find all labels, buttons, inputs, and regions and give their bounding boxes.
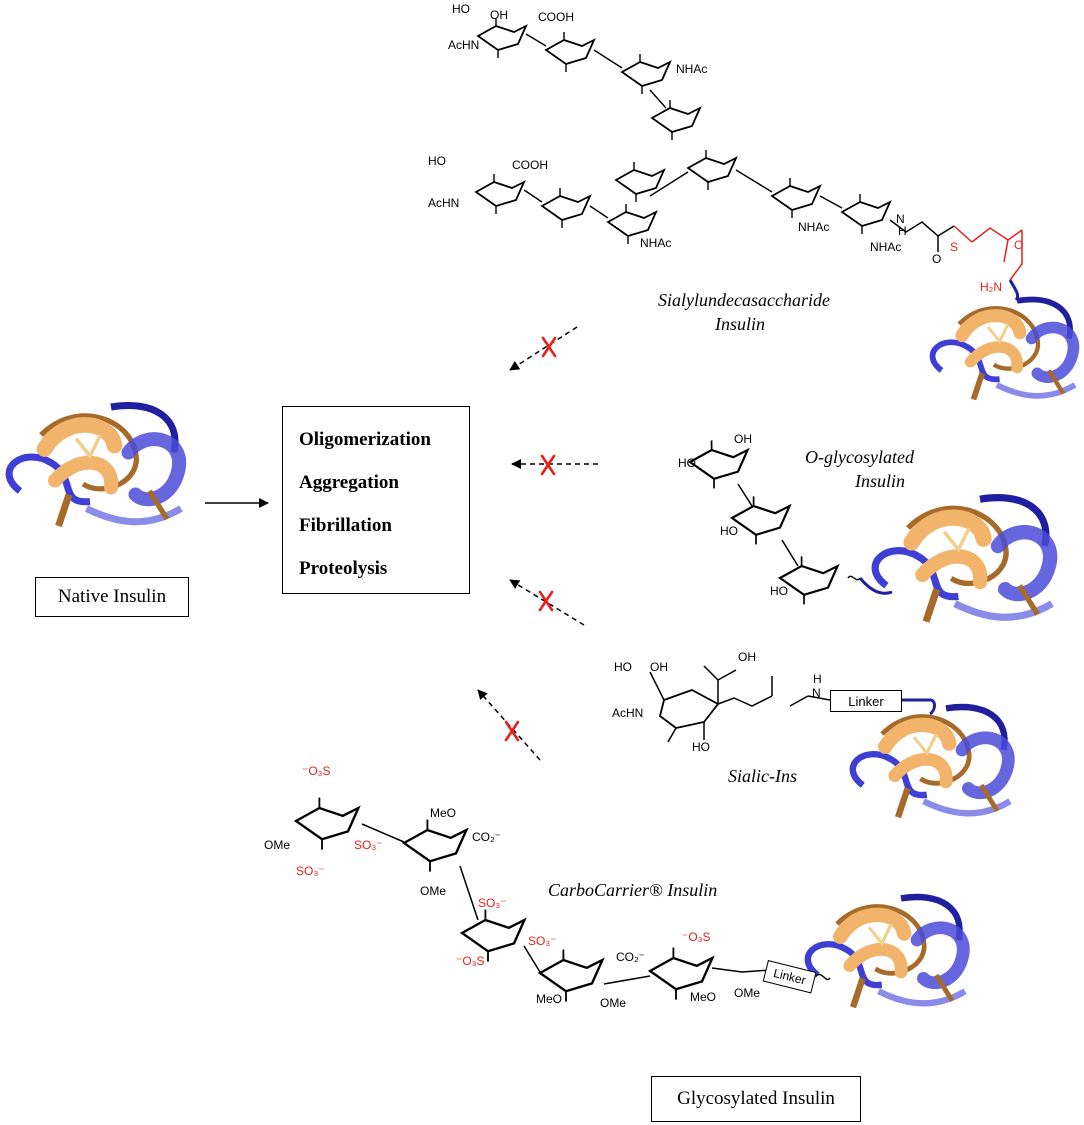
chem-ho: HO: [452, 2, 470, 16]
chem-o3s-cc-2: ⁻O₃S: [456, 954, 485, 968]
chem-nhac: NHAc: [676, 62, 708, 76]
chem-ome-cc-4: OMe: [734, 986, 761, 1000]
chem-oh-si-2: OH: [738, 650, 756, 664]
chem-oh: OH: [490, 8, 508, 22]
glycosylated-insulin-label: Glycosylated Insulin: [677, 1088, 835, 1109]
chem-h2n: H₂N: [980, 280, 1002, 294]
o-glycosylated-structure: [688, 439, 893, 606]
chem-ho-si-2: HO: [692, 740, 710, 754]
linker-label-sialic: Linker: [848, 694, 884, 709]
chem-n: N: [896, 212, 905, 226]
chem-cooh: COOH: [538, 10, 574, 24]
sialylundecasaccharide-insulin-model: [933, 300, 1075, 400]
chem-ho-og-2: HO: [720, 524, 738, 538]
chem-o-red: O: [1014, 238, 1024, 252]
chem-o3s-cc: ⁻O₃S: [302, 764, 331, 778]
dashed-arrow-1: [509, 326, 578, 371]
sialic-structure: [649, 665, 936, 743]
chem-h: H: [898, 224, 907, 238]
dashed-arrow-3: [509, 579, 585, 626]
effect-fibrillation: Fibrillation: [299, 515, 392, 536]
native-insulin-label: Native Insulin: [57, 586, 167, 607]
chem-ome-cc-3: OMe: [600, 996, 627, 1010]
block-x-icon-2: [540, 454, 556, 476]
chem-meo-cc-3: MeO: [690, 990, 717, 1004]
block-x-icon-1: [541, 336, 557, 358]
sialylundecasaccharide-insulin-name: Insulin: [715, 314, 766, 334]
carbocarrier-insulin-name: CarboCarrier® Insulin: [548, 880, 718, 900]
chem-nhac-4: NHAc: [870, 240, 902, 254]
chem-co2-cc-2: CO₂⁻: [616, 950, 645, 964]
sialic-ins-name: Sialic-Ins: [728, 766, 797, 786]
chem-nhac-3: NHAc: [798, 220, 830, 234]
chem-achn: AcHN: [448, 38, 480, 52]
chem-ho-2: HO: [428, 154, 446, 168]
chem-achn-2: AcHN: [428, 196, 460, 210]
chem-ho-si: HO: [614, 660, 632, 674]
sialic-insulin-model: [853, 707, 1010, 817]
block-x-icon-4: [504, 720, 520, 742]
effect-oligomerization: Oligomerization: [299, 429, 431, 450]
sialylundecasaccharide-structure: [475, 17, 1023, 302]
chem-co2-cc: CO₂⁻: [472, 830, 501, 844]
effect-proteolysis: Proteolysis: [299, 558, 388, 579]
native-insulin-model: [9, 405, 181, 526]
o-glycosylated-insulin-name: Insulin: [855, 471, 906, 491]
effect-aggregation: Aggregation: [299, 472, 399, 493]
chem-s: S: [950, 240, 959, 254]
chem-ho-og-3: HO: [770, 584, 788, 598]
native-insulin-box: Native Insulin: [35, 577, 189, 617]
o-glycosylated-name: O-glycosylated: [805, 447, 914, 467]
chem-ho-og: HO: [678, 456, 696, 470]
sialylundecasaccharide-name: Sialylundecasaccharide: [658, 290, 830, 310]
chem-nhac-2: NHAc: [640, 236, 672, 250]
chem-o: O: [932, 252, 942, 266]
carbocarrier-insulin-model: [808, 897, 965, 1007]
chem-oh-og: OH: [734, 432, 752, 446]
chem-ome-cc: OMe: [264, 838, 291, 852]
chem-cooh-2: COOH: [512, 158, 548, 172]
chem-so3-cc-1: SO₃⁻: [354, 838, 383, 852]
chem-ome-cc-2: OMe: [420, 884, 447, 898]
chem-so3-cc-4: SO₃⁻: [528, 934, 557, 948]
chem-achn-si: AcHN: [612, 706, 644, 720]
block-x-icon-3: [538, 590, 554, 612]
o-glycosylated-insulin-model: [875, 498, 1052, 622]
chem-meo-cc-2: MeO: [536, 992, 563, 1006]
chem-meo-cc: MeO: [430, 806, 457, 820]
chem-o3s-cc-3: ⁻O₃S: [682, 930, 711, 944]
chem-so3-cc-3: SO₃⁻: [478, 896, 507, 910]
block-x-icons: [504, 336, 557, 742]
chem-so3-cc-2: SO₃⁻: [296, 864, 325, 878]
chem-oh-si: OH: [650, 660, 668, 674]
effects-box: Oligomerization Aggregation Fibrillation…: [282, 406, 470, 594]
carbocarrier-structure: [294, 796, 831, 1003]
glycosylated-insulin-box: Glycosylated Insulin: [651, 1076, 861, 1122]
linker-box-sialic: Linker: [830, 690, 902, 712]
chem-h-si: H: [813, 672, 822, 686]
chem-n-si: N: [812, 686, 821, 700]
